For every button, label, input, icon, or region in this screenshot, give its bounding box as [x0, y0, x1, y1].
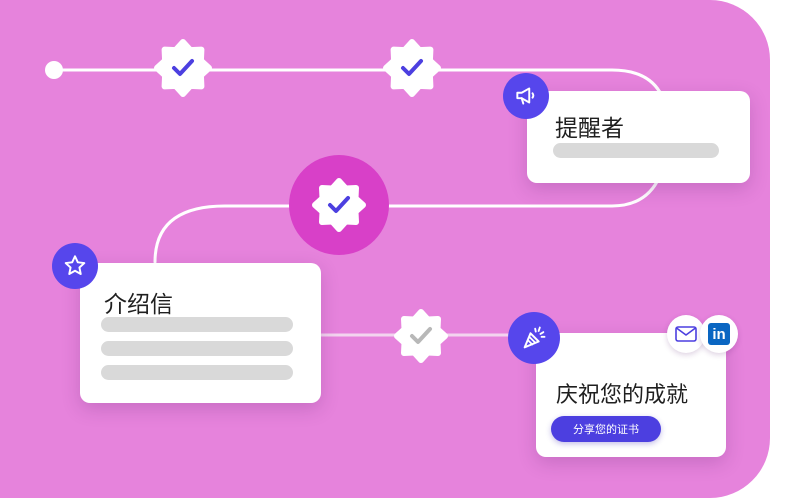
check-badge-icon — [410, 327, 432, 344]
check-badge-icon — [172, 59, 194, 76]
mail-share-button[interactable] — [667, 315, 705, 353]
celebrate-badge — [508, 312, 560, 364]
share-certificate-button[interactable]: 分享您的证书 — [551, 416, 661, 442]
reminders-card: 提醒者 — [527, 91, 750, 183]
timeline-path — [52, 68, 670, 264]
reminders-title: 提醒者 — [555, 116, 624, 142]
placeholder-line — [553, 143, 719, 158]
milestone-check-highlighted — [289, 155, 389, 255]
check-badge-icon — [401, 59, 423, 76]
illustration-panel — [0, 0, 770, 498]
party-popper-icon — [523, 326, 546, 349]
milestone-check-1 — [154, 39, 212, 97]
timeline-start-dot — [45, 61, 63, 79]
reminders-badge — [503, 73, 549, 119]
linkedin-icon-text: in — [712, 325, 726, 343]
megaphone-icon — [516, 87, 535, 105]
linkedin-icon: in — [708, 323, 730, 345]
path-illustration — [0, 0, 770, 498]
recommendation-card: 介绍信 — [80, 263, 321, 403]
placeholder-line — [101, 365, 293, 380]
mail-icon — [675, 326, 697, 342]
linkedin-share-button[interactable]: in — [700, 315, 738, 353]
placeholder-line — [101, 341, 293, 356]
milestone-check-2 — [383, 39, 441, 97]
recommendation-title: 介绍信 — [104, 292, 173, 318]
placeholder-line — [101, 317, 293, 332]
check-badge-icon — [328, 196, 350, 213]
star-icon — [64, 255, 86, 275]
milestone-check-pending — [394, 309, 448, 363]
celebrate-title: 庆祝您的成就 — [556, 383, 689, 408]
recommendation-badge — [52, 243, 98, 289]
